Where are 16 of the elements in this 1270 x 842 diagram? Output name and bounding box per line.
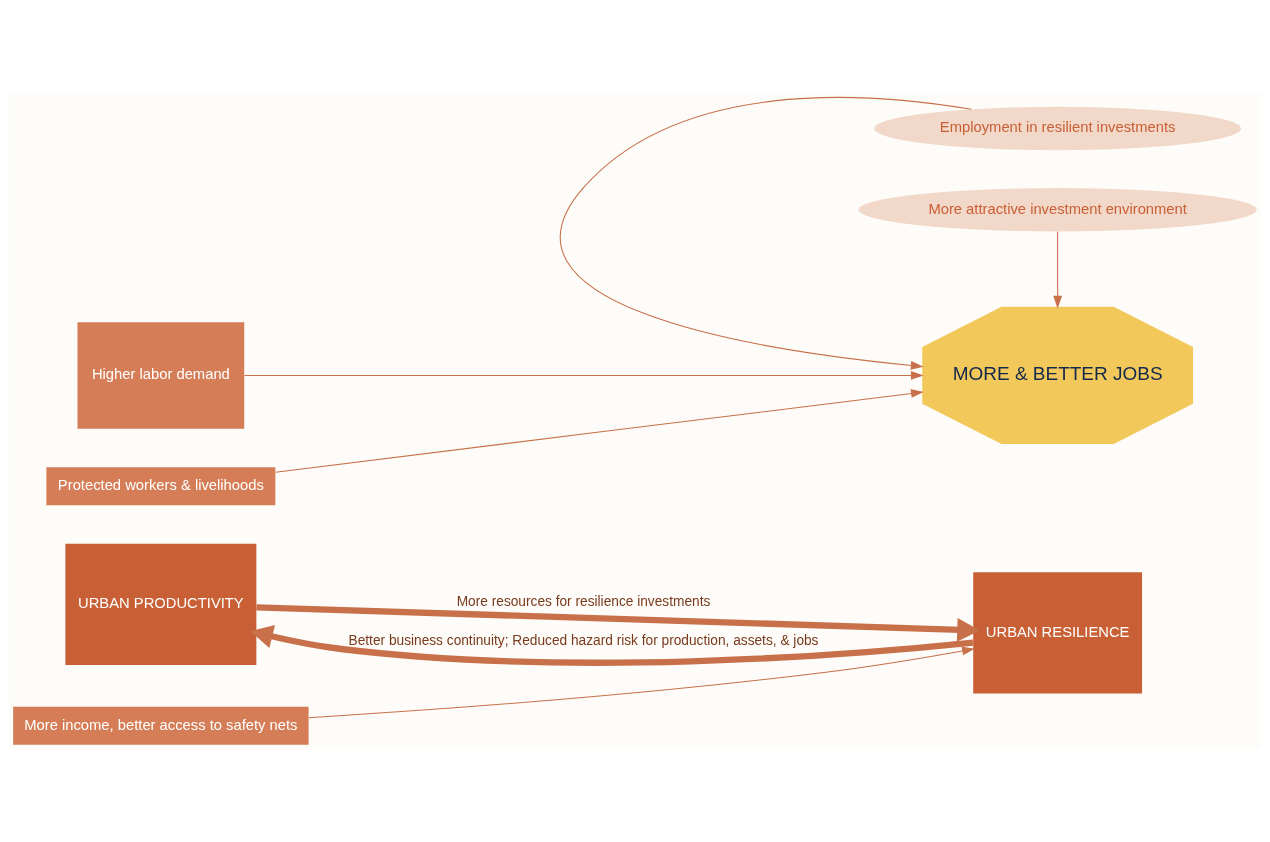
node-box: More income, better access to safety nets <box>13 706 309 745</box>
node-box: Protected workers & livelihoods <box>46 467 276 506</box>
edge-label: More resources for resilience investments <box>456 593 711 609</box>
edge-label: Better business continuity; Reduced hazard risk for production, assets, & jobs <box>348 632 819 648</box>
arrow <box>256 604 980 642</box>
arrow <box>275 389 924 473</box>
node-box: URBAN RESILIENCE <box>973 572 1143 694</box>
node-ellipse: More attractive investment environment <box>858 188 1257 232</box>
arrow <box>308 646 975 719</box>
node-ellipse: Employment in resilient investments <box>874 106 1242 151</box>
arrow <box>243 371 924 380</box>
node-box: Higher labor demand <box>77 322 245 429</box>
node-box: URBAN PRODUCTIVITY <box>65 543 257 666</box>
arrow <box>559 96 972 370</box>
arrow <box>1053 231 1063 309</box>
arrow <box>250 624 974 666</box>
